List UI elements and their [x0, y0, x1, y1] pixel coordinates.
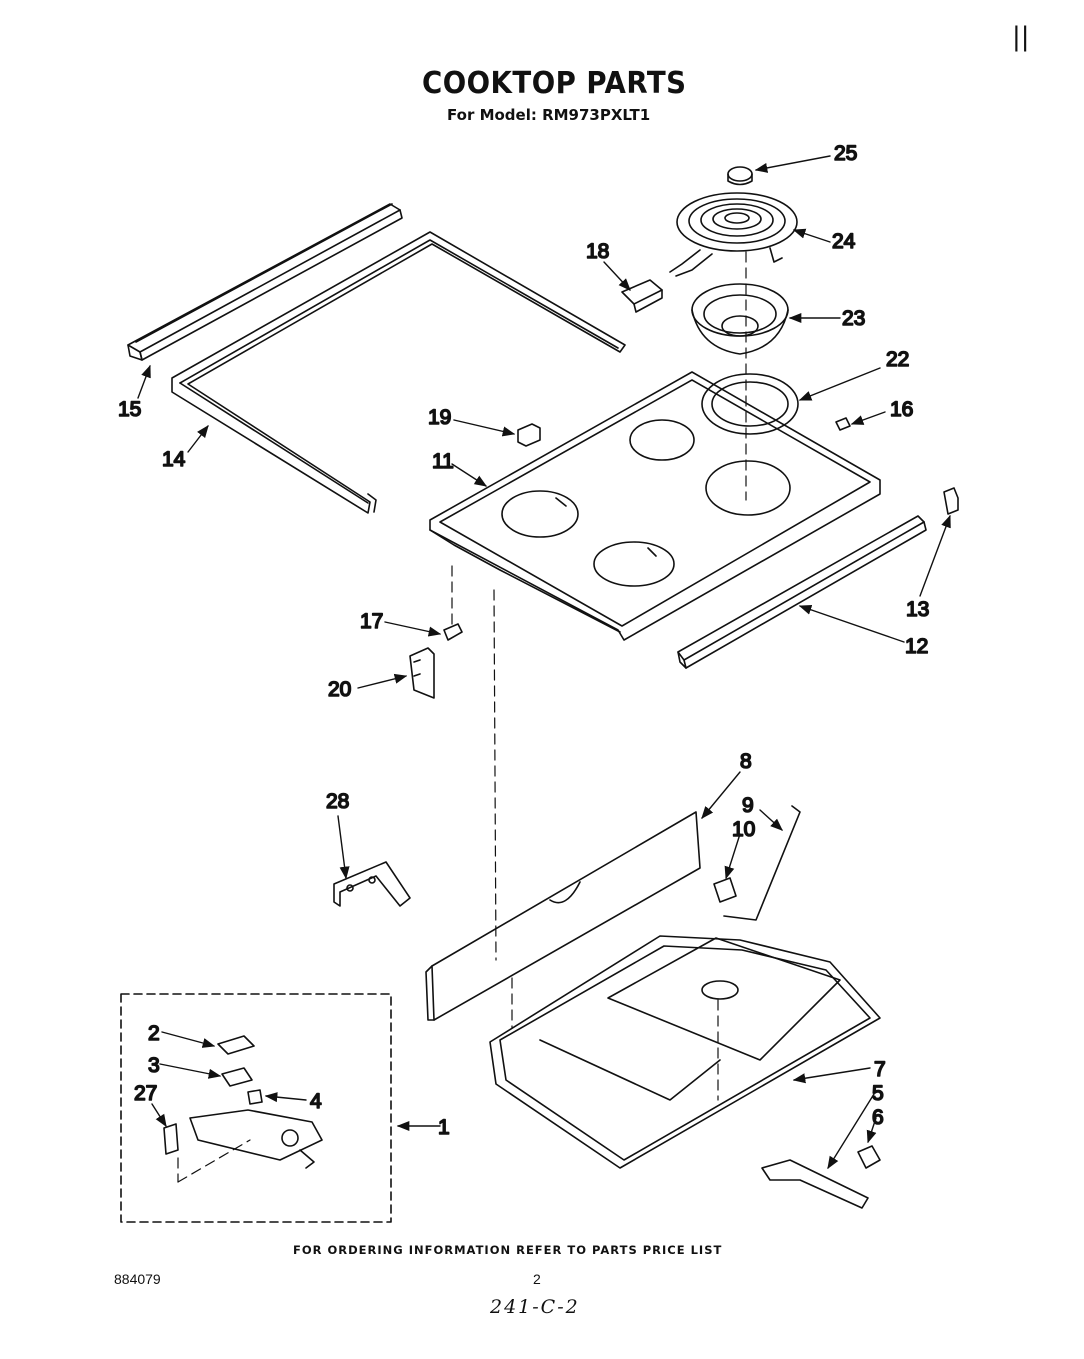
- leader-4: [264, 1092, 307, 1103]
- callout-9: 9: [742, 794, 754, 817]
- leader-14: [187, 425, 209, 453]
- callout-8: 8: [740, 750, 752, 773]
- callout-17: 17: [360, 610, 383, 633]
- part-drip-bowl: [691, 283, 789, 355]
- leader-19: [453, 419, 516, 437]
- part-bracket-28: [333, 861, 411, 907]
- part-end-cap: [943, 487, 959, 515]
- leader-9: [759, 809, 783, 831]
- leader-3: [159, 1063, 222, 1079]
- leader-11: [451, 463, 488, 487]
- document-number: 884079: [114, 1271, 161, 1287]
- model-subtitle: For Model: RM973PXLT1: [447, 106, 651, 124]
- part-receptacle: [621, 279, 663, 313]
- leader-7: [792, 1067, 871, 1084]
- part-burner-box: [489, 935, 881, 1169]
- part-cooktop: [429, 371, 881, 641]
- callout-22: 22: [886, 348, 909, 371]
- switch-assembly-frame: [120, 993, 392, 1223]
- leader-18: [603, 261, 631, 291]
- callout-labels: 25 24 18 23 22 16 15 14 19 11 13 12 17 2…: [117, 141, 930, 1140]
- leader-22: [798, 367, 881, 401]
- corner-mark: ||: [1012, 22, 1030, 52]
- leader-12: [798, 604, 905, 643]
- part-ground-strap: [761, 1145, 881, 1209]
- part-bracket-19: [517, 423, 541, 447]
- callout-10: 10: [732, 818, 755, 841]
- callout-19: 19: [428, 406, 451, 429]
- leader-20: [357, 673, 408, 689]
- callout-3: 3: [148, 1054, 160, 1077]
- part-knob-cap: [727, 166, 753, 186]
- leader-25: [754, 155, 831, 173]
- callout-5: 5: [872, 1082, 884, 1105]
- callout-27: 27: [134, 1082, 157, 1105]
- callout-16: 16: [890, 398, 913, 421]
- callout-13: 13: [906, 598, 929, 621]
- callout-14: 14: [162, 448, 186, 471]
- leader-27: [151, 1103, 167, 1128]
- part-hinge: [409, 623, 463, 699]
- callout-4: 4: [310, 1090, 322, 1113]
- callout-23: 23: [842, 307, 865, 330]
- leader-16: [850, 411, 886, 425]
- callout-7: 7: [874, 1058, 886, 1081]
- leader-28: [337, 815, 350, 880]
- leader-8: [701, 771, 741, 819]
- page-number: 2: [533, 1271, 541, 1287]
- leader-5: [827, 1093, 875, 1170]
- callout-20: 20: [328, 678, 351, 701]
- alignment-lines: [177, 251, 747, 1183]
- part-cooktop-frame: [171, 231, 626, 514]
- leader-13: [919, 514, 951, 597]
- callout-28: 28: [326, 790, 349, 813]
- callout-1: 1: [438, 1116, 450, 1139]
- leader-10: [724, 833, 741, 880]
- leader-lines: [137, 155, 951, 1170]
- handwritten-annotation: 241-C-2: [490, 1296, 580, 1318]
- callout-6: 6: [872, 1106, 884, 1129]
- part-support-rod: [713, 805, 801, 921]
- leader-17: [384, 621, 442, 637]
- part-rear-panel: [425, 811, 701, 1021]
- part-switch-assembly: [163, 1035, 323, 1169]
- callout-24: 24: [832, 230, 856, 253]
- callout-18: 18: [586, 240, 609, 263]
- part-surface-element: [669, 192, 798, 277]
- callout-25: 25: [834, 142, 857, 165]
- callout-11: 11: [432, 450, 454, 473]
- leader-6: [866, 1117, 877, 1144]
- callout-15: 15: [118, 398, 141, 421]
- page-title: COOKTOP PARTS: [422, 66, 687, 101]
- ordering-note: FOR ORDERING INFORMATION REFER TO PARTS …: [293, 1243, 723, 1257]
- callout-12: 12: [905, 635, 928, 658]
- part-trim-ring: [701, 373, 799, 435]
- part-rear-trim-strip: [127, 203, 403, 361]
- leader-15: [137, 364, 151, 399]
- callout-2: 2: [148, 1022, 160, 1045]
- leader-24: [792, 228, 831, 243]
- part-clip-16: [835, 417, 851, 431]
- leader-2: [161, 1031, 216, 1048]
- part-front-trim-strip: [677, 515, 927, 669]
